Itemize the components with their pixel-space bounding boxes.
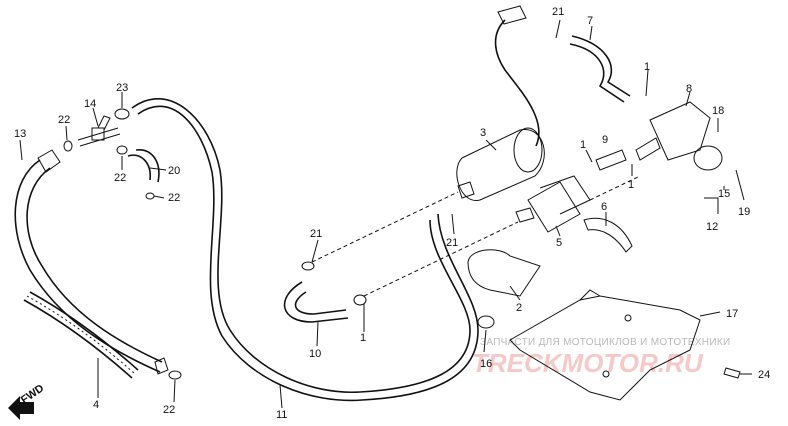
- callout-14: 14: [84, 98, 96, 110]
- callout-24: 24: [758, 369, 770, 381]
- callout-23: 23: [116, 82, 128, 94]
- callout-18: 18: [712, 105, 724, 117]
- fuel-filter-5: [515, 175, 591, 233]
- callout-1-c: 1: [580, 139, 586, 151]
- clip-22-c: [145, 192, 155, 200]
- clamp-22-d: [168, 370, 182, 380]
- small-hose-20: [127, 149, 160, 183]
- clamp-23: [114, 108, 130, 120]
- frame-bracket-17: [509, 289, 701, 401]
- callout-20: 20: [168, 165, 180, 177]
- callout-22-d: 22: [163, 404, 175, 416]
- callout-7: 8: [686, 83, 692, 95]
- leader-lines: [19, 19, 752, 409]
- callout-22-c: 22: [168, 192, 180, 204]
- callout-1-a: 1: [360, 332, 366, 344]
- callout-16: 16: [480, 358, 492, 370]
- fwd-arrow-icon: [8, 396, 34, 420]
- callout-13: 13: [14, 128, 26, 140]
- callout-1-b: 1: [644, 61, 650, 73]
- callout-8: 7: [587, 15, 593, 27]
- callout-19: 19: [738, 206, 750, 218]
- hose-8: [569, 35, 631, 103]
- callout-5: 5: [556, 237, 562, 249]
- callout-21-a: 21: [310, 228, 322, 240]
- hose-13: [14, 149, 169, 375]
- clamp-22-b: [116, 145, 128, 155]
- callout-15: 15: [718, 188, 730, 200]
- callout-4: 4: [93, 399, 99, 411]
- pipe-10: [283, 261, 367, 323]
- watermark-logo: TRECKMOTOR.RU: [472, 348, 704, 378]
- callout-17: 17: [726, 308, 738, 320]
- clamp-22-a: [63, 140, 73, 152]
- corrugated-tube-4: [23, 291, 139, 379]
- t-joint-14: [77, 115, 121, 147]
- callout-22-a: 22: [58, 114, 70, 126]
- callout-6: 6: [601, 201, 607, 213]
- alignment-lines: [311, 175, 641, 297]
- callout-2: 2: [516, 302, 522, 314]
- bolt-24: [723, 367, 741, 379]
- callout-12: 12: [706, 221, 718, 233]
- bracket-2: [467, 249, 541, 297]
- watermark-caption: ЗАПЧАСТИ ДЛЯ МОТОЦИКЛОВ И МОТОТЕХНИКИ: [480, 337, 730, 348]
- fuel-pump-3: [456, 5, 545, 201]
- callout-21-b: 21: [446, 237, 458, 249]
- callout-1-d: 1: [628, 179, 634, 191]
- callout-9: 9: [602, 134, 608, 146]
- callout-22-b: 22: [114, 172, 126, 184]
- hose-9: [595, 149, 627, 171]
- callout-21-c: 21: [552, 6, 564, 18]
- hose-11: [131, 97, 479, 402]
- callout-10: 10: [309, 348, 321, 360]
- vacuum-pump-7: [635, 101, 723, 171]
- rubber-band-6: [583, 217, 633, 253]
- grommet-16: [477, 315, 495, 329]
- callout-11: 11: [276, 409, 287, 421]
- callout-3: 3: [480, 127, 486, 139]
